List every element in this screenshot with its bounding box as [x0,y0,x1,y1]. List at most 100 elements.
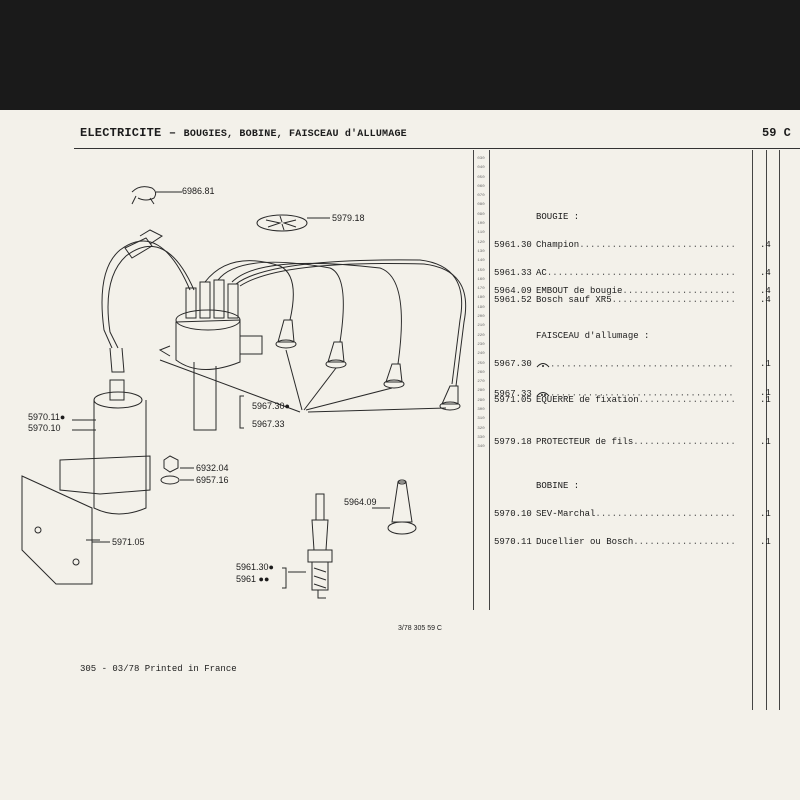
scale-tick: 200 [477,315,485,320]
list-item: 5961.33 AC...............................… [494,267,771,278]
scale-tick: 310 [477,417,485,422]
part-qty: .4 [760,295,771,306]
coil-drawing [21,379,151,585]
col-line-1 [752,150,753,710]
dot-leader: .................................. [550,359,734,370]
list-item: 5967.30.................................… [494,359,771,371]
callout-5961-30: 5961.30● [236,562,274,572]
title-sub: BOUGIES, BOBINE, FAISCEAU d'ALLUMAGE [183,129,407,140]
catalog-page: ELECTRICITE – BOUGIES, BOBINE, FAISCEAU … [0,110,800,800]
list-item: 5971.05 EQUERRE de fixation..............… [494,395,771,406]
col-line-3 [779,150,780,710]
boot-drawing [372,479,417,535]
scale-tick: 100 [477,222,485,227]
callout-6957-16: 6957.16 [196,475,229,485]
cable-symbol-icon [536,392,550,397]
scale-tick: 340 [477,445,485,450]
callout-5971-05: 5971.05 [112,537,145,547]
scale-tick: 060 [477,184,485,189]
scale-tick: 250 [477,361,485,366]
part-ref: 5970.10 [494,509,532,519]
dot-leader: .................................. [550,388,734,399]
part-desc: Champion [536,240,580,250]
protector-drawing [256,214,330,232]
part-qty: .4 [760,286,771,297]
callout-5970-11: 5970.11● [28,412,66,422]
scale-tick: 160 [477,277,485,282]
scale-tick: 170 [477,287,485,292]
page-title: ELECTRICITE – BOUGIES, BOBINE, FAISCEAU … [80,126,407,140]
callout-5967-30: 5967.30● [252,401,290,411]
scale-tick: 040 [477,166,485,171]
dot-leader: ..................... [622,286,736,297]
scale-tick: 280 [477,389,485,394]
scale-tick: 110 [477,231,485,236]
part-desc: EMBOUT de bougie [536,286,623,297]
ignition-diagram [21,186,467,599]
list-item: 5979.18 PROTECTEUR de fils...............… [494,437,771,448]
part-qty: .1 [760,395,771,406]
scale-tick: 290 [477,398,485,403]
scale-tick: 330 [477,435,485,440]
scale-left-line [473,150,474,610]
title-main: ELECTRICITE – [80,126,184,140]
part-qty: .1 [760,509,771,519]
part-desc: SEV-Marchal [536,509,596,519]
callout-5961: 5961 ●● [236,574,270,584]
part-ref: 5961.30 [494,240,532,250]
part-ref: 5964.09 [494,286,532,297]
scale-tick: 150 [477,268,485,273]
scale-tick: 210 [477,324,485,329]
dot-leader: .......................... [595,509,736,519]
list-item: 5964.09 EMBOUT de bougie.................… [494,286,771,297]
part-desc: Ducellier ou Bosch [536,536,634,547]
ht-leads-drawing [101,229,467,411]
scale-tick: 240 [477,352,485,357]
part-qty: .4 [760,240,771,250]
part-qty: .1 [760,359,771,369]
dot-leader: ................... [633,536,736,547]
part-desc: EQUERRE de fixation [536,395,639,406]
section-embout: 5964.09 EMBOUT de bougie.................… [494,269,771,315]
dot-leader: ............................. [579,240,736,250]
part-ref: 5971.05 [494,395,532,406]
scale-tick: 090 [477,212,485,217]
part-ref: 5961.33 [494,267,532,278]
part-desc: AC [536,267,547,278]
scale-tick: 180 [477,296,485,301]
part-qty: .1 [760,536,771,547]
nut-washer-drawing [160,455,194,485]
list-item: 5970.10 SEV-Marchal......................… [494,509,771,519]
page-footer: 305 - 03/78 Printed in France [80,664,237,674]
scale-tick: 120 [477,240,485,245]
callout-5964-09: 5964.09 [344,497,377,507]
dot-leader: ................................... [546,267,736,278]
scale-tick: 270 [477,380,485,385]
callout-6932-04: 6932.04 [196,463,229,473]
dot-leader: .................. [638,395,736,406]
list-item: 5961.30 Champion.........................… [494,240,771,250]
scale-tick: 190 [477,305,485,310]
scale-tick: 230 [477,342,485,347]
part-desc: PROTECTEUR de fils [536,437,634,448]
part-ref: 5967.30 [494,359,532,370]
scale-tick: 130 [477,249,485,254]
scale-tick: 080 [477,203,485,208]
section-faisceau: FAISCEAU d'allumage : 5967.30...........… [494,314,771,419]
clip-drawing [131,186,182,205]
scale-tick: 320 [477,426,485,431]
distributor-drawing [158,279,263,431]
section-equerre: 5971.05 EQUERRE de fixation..............… [494,378,771,424]
part-ref: 5961.52 [494,295,532,306]
leader-lines [159,349,447,413]
scale-tick: 140 [477,259,485,264]
part-qty: .1 [760,388,771,399]
dot-leader: ................... [633,437,736,448]
col-line-2 [766,150,767,710]
section-heading: FAISCEAU d'allumage : [536,331,650,342]
scale-tick: 030 [477,157,485,161]
part-ref: 5979.18 [494,437,532,448]
